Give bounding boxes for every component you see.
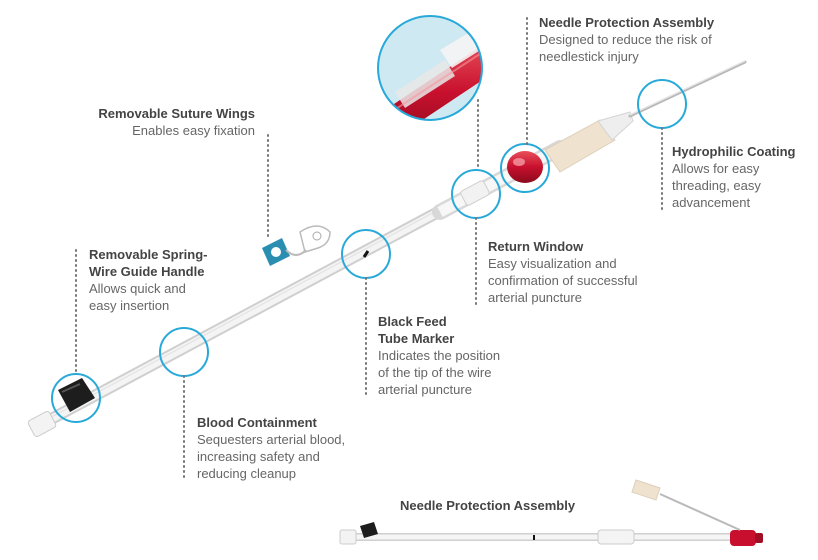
callout-description: Enables easy fixation [132, 123, 255, 138]
callout-title: Blood Containment [197, 415, 317, 430]
callout-needle-protection: Needle Protection Assembly Designed to r… [539, 14, 714, 65]
catheter-body [34, 60, 747, 431]
callout-title: Removable Suture Wings [98, 106, 255, 121]
callout-title: Return Window [488, 239, 584, 254]
callout-description: Allows quick and easy insertion [89, 281, 186, 313]
full-assembly-illustration [339, 479, 763, 546]
callout-description: Indicates the position of the tip of the… [378, 348, 501, 397]
callout-description: Easy visualization and confirmation of s… [488, 256, 638, 305]
suture-wings [262, 225, 331, 266]
callout-title: Needle Protection Assembly [400, 498, 576, 513]
callout-feed-marker: Black Feed Tube Marker Indicates the pos… [378, 313, 500, 398]
callout-title: Hydrophilic Coating [672, 144, 796, 159]
callout-hydrophilic: Hydrophilic Coating Allows for easy thre… [672, 143, 796, 211]
hydrophilic-callout-circle [637, 79, 687, 129]
spring-wire-handle [27, 378, 95, 438]
callout-description: Sequesters arterial blood, increasing sa… [197, 432, 346, 481]
callout-spring-wire: Removable Spring- Wire Guide Handle Allo… [89, 246, 207, 314]
callout-description: Designed to reduce the risk of needlesti… [539, 32, 712, 64]
spring-wire-callout-circle [51, 373, 101, 423]
needle-protection-red-cap [507, 151, 543, 183]
return-window-collar [460, 180, 490, 206]
feed-marker-mark [362, 250, 370, 258]
callout-return-window: Return Window Easy visualization and con… [488, 238, 638, 306]
bottom-assembly-label: Needle Protection Assembly [400, 497, 575, 514]
needle-protection-callout-circle [500, 143, 550, 193]
callout-description: Allows for easy threading, easy advancem… [672, 161, 761, 210]
callout-suture-wings: Removable Suture Wings Enables easy fixa… [91, 105, 255, 139]
callout-blood-containment: Blood Containment Sequesters arterial bl… [197, 414, 345, 482]
callout-title: Black Feed Tube Marker [378, 314, 455, 346]
magnified-detail [377, 15, 483, 121]
callout-title: Removable Spring- Wire Guide Handle [89, 247, 208, 279]
callout-title: Needle Protection Assembly [539, 15, 715, 30]
